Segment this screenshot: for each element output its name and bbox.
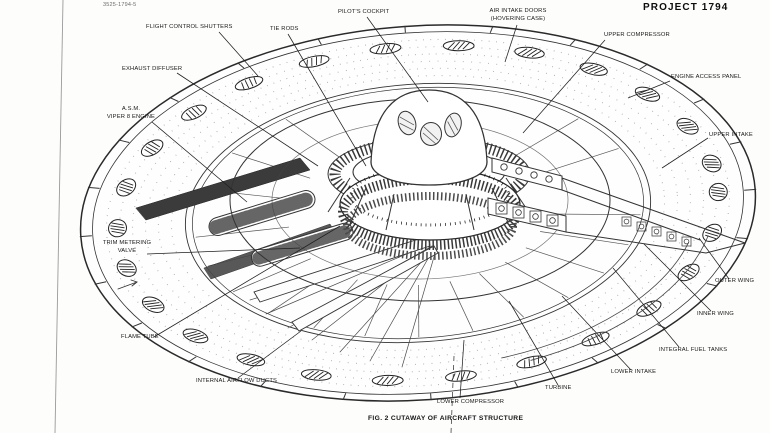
right-wing-assembly (487, 157, 746, 254)
central-machinery (229, 89, 611, 302)
mid-ring-inner (184, 72, 652, 353)
ribbed-engine-cylinder (251, 222, 354, 267)
wing-panel-row (621, 216, 692, 247)
drum-rib-band-lower (343, 192, 517, 260)
centerline-dashed (450, 355, 455, 433)
engine-bay-cutaway (117, 157, 439, 368)
page-edge-line (54, 0, 64, 433)
leader-lines (146, 16, 730, 399)
intake-box-panels (495, 202, 559, 227)
inner-rim-ellipse (80, 10, 756, 415)
intake-box-holes (500, 163, 553, 183)
mid-ring-outer (177, 68, 660, 358)
wing-rib-arcs (494, 235, 716, 362)
pen-mark-arrow (117, 279, 138, 290)
duct-wedge (291, 245, 439, 332)
engine-nacelle-dark (135, 157, 311, 221)
wing-spar-lines (561, 177, 746, 254)
cockpit-windows (397, 110, 462, 146)
